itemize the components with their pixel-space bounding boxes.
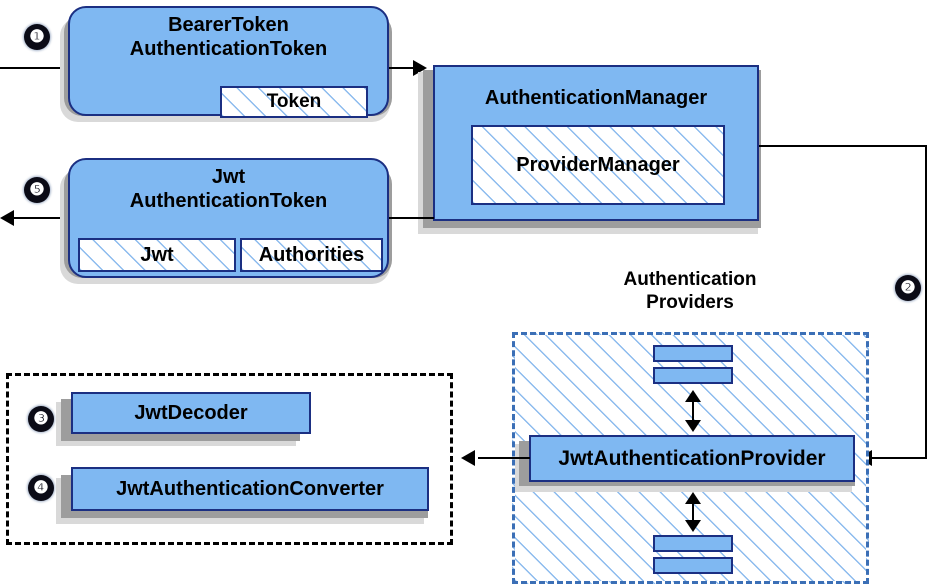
- node-jwt-decoder[interactable]: JwtDecoder: [71, 392, 311, 434]
- provider-link-bottom-line: [692, 498, 694, 522]
- manager-out-down-line: [925, 145, 927, 459]
- jwt-converter-label: JwtAuthenticationConverter: [116, 477, 384, 500]
- node-authentication-manager[interactable]: AuthenticationManager ProviderManager: [433, 65, 759, 221]
- provider-link-bottom-arrow-down: [685, 520, 701, 532]
- step-badge-3: ❸: [28, 406, 54, 432]
- provider-link-top-line: [692, 396, 694, 422]
- node-bearer-token-authentication-token[interactable]: BearerToken AuthenticationToken Token: [68, 6, 389, 118]
- provider-stub-bottom-1: [653, 535, 733, 552]
- manager-to-jwt-token-line: [389, 217, 434, 219]
- authentication-providers-title: Authentication Providers: [623, 269, 757, 314]
- authentication-manager-title: AuthenticationManager: [484, 87, 708, 109]
- bearer-token-compartment-token[interactable]: Token: [220, 86, 368, 118]
- node-jwt-authentication-converter[interactable]: JwtAuthenticationConverter: [71, 467, 429, 511]
- jwt-support-components-container: [6, 373, 453, 545]
- bearer-to-manager-line: [389, 67, 417, 69]
- step-badge-2: ❷: [895, 275, 921, 301]
- provider-stub-top-2: [653, 367, 733, 384]
- jwt-token-title: Jwt AuthenticationToken: [129, 166, 328, 212]
- provider-to-decoder-arrowhead: [461, 450, 475, 466]
- jwt-provider-label: JwtAuthenticationProvider: [558, 446, 826, 470]
- provider-in-line: [872, 457, 927, 459]
- provider-stub-bottom-2: [653, 557, 733, 574]
- bearer-token-title: BearerToken AuthenticationToken: [129, 14, 328, 60]
- step-badge-5: ❺: [24, 177, 50, 203]
- manager-out-right-line: [759, 145, 927, 147]
- provider-stub-top-1: [653, 345, 733, 362]
- outgoing-result-line: [14, 217, 72, 219]
- jwt-token-compartment-authorities[interactable]: Authorities: [240, 238, 383, 272]
- provider-to-decoder-line: [478, 457, 530, 459]
- node-jwt-authentication-token[interactable]: Jwt AuthenticationToken Jwt Authorities: [68, 158, 389, 278]
- incoming-request-line: [0, 67, 70, 69]
- step-badge-4: ❹: [28, 475, 54, 501]
- node-jwt-authentication-provider[interactable]: JwtAuthenticationProvider: [529, 435, 855, 482]
- jwt-decoder-label: JwtDecoder: [134, 401, 248, 424]
- outgoing-result-arrowhead: [0, 210, 14, 226]
- step-badge-1: ❶: [24, 24, 50, 50]
- auth-manager-compartment-provider-manager[interactable]: ProviderManager: [471, 125, 725, 205]
- jwt-token-compartment-jwt[interactable]: Jwt: [78, 238, 236, 272]
- provider-link-top-arrow-down: [685, 420, 701, 432]
